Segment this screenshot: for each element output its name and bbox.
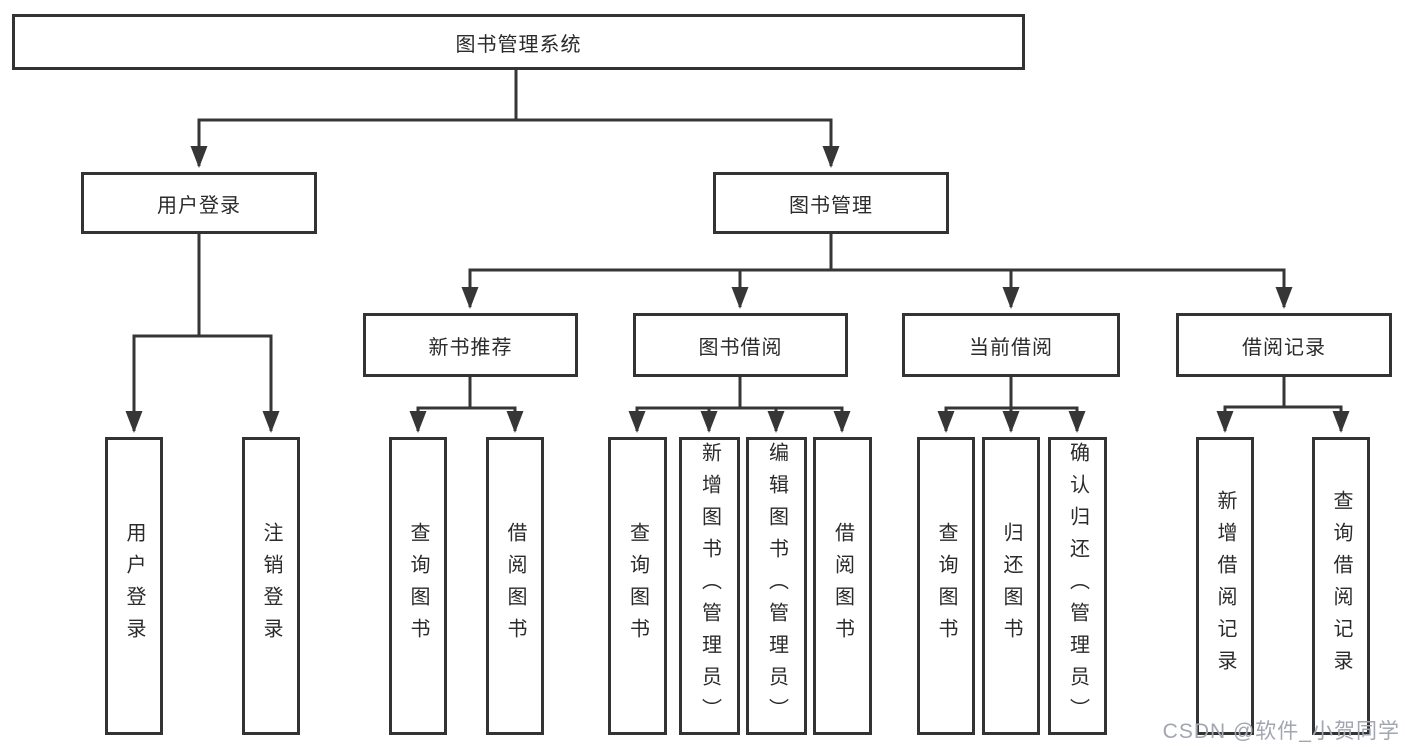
root-node-library-system: 图书管理系统 xyxy=(12,14,1025,70)
branch-new-book-recommend: 新书推荐 xyxy=(363,313,578,377)
leaf-query-books-borrowing: 查询图书 xyxy=(608,437,667,735)
leaf-query-books-borrowing-label: 查询图书 xyxy=(626,522,649,650)
branch-borrow-records: 借阅记录 xyxy=(1176,313,1392,377)
leaf-confirm-return-admin-label: 确认归还（管理员） xyxy=(1066,442,1089,730)
leaf-return-books-label: 归还图书 xyxy=(1000,522,1022,650)
leaf-query-books-recommend: 查询图书 xyxy=(389,437,447,735)
leaf-user-login: 用户登录 xyxy=(105,437,163,735)
leaf-query-books-current: 查询图书 xyxy=(917,437,975,735)
leaf-add-borrow-record-label: 新增借阅记录 xyxy=(1214,490,1236,682)
leaf-query-borrow-record-label: 查询借阅记录 xyxy=(1330,490,1352,682)
leaf-add-books-admin: 新增图书（管理员） xyxy=(679,437,740,735)
leaf-borrow-books-recommend: 借阅图书 xyxy=(486,437,544,735)
leaf-add-borrow-record: 新增借阅记录 xyxy=(1196,437,1254,735)
leaf-edit-books-admin-label: 编辑图书（管理员） xyxy=(765,442,788,730)
branch-current-borrowing: 当前借阅 xyxy=(902,313,1120,377)
leaf-logout-login: 注销登录 xyxy=(242,437,300,735)
branch-book-borrowing: 图书借阅 xyxy=(633,313,848,377)
leaf-logout-login-label: 注销登录 xyxy=(260,522,282,650)
leaf-borrow-books-label: 借阅图书 xyxy=(831,522,854,650)
leaf-add-books-admin-label: 新增图书（管理员） xyxy=(698,442,721,730)
leaf-user-login-label: 用户登录 xyxy=(123,522,145,650)
leaf-query-borrow-record: 查询借阅记录 xyxy=(1312,437,1370,735)
branch-user-login: 用户登录 xyxy=(81,172,317,234)
branch-book-management: 图书管理 xyxy=(713,172,949,234)
leaf-borrow-books-recommend-label: 借阅图书 xyxy=(504,522,526,650)
leaf-query-books-current-label: 查询图书 xyxy=(935,522,957,650)
leaf-query-books-recommend-label: 查询图书 xyxy=(407,522,429,650)
leaf-return-books: 归还图书 xyxy=(982,437,1040,735)
watermark-csdn: CSDN @软件_小贺同学 xyxy=(1162,720,1400,743)
leaf-edit-books-admin: 编辑图书（管理员） xyxy=(746,437,807,735)
leaf-borrow-books: 借阅图书 xyxy=(813,437,872,735)
leaf-confirm-return-admin: 确认归还（管理员） xyxy=(1048,437,1107,735)
